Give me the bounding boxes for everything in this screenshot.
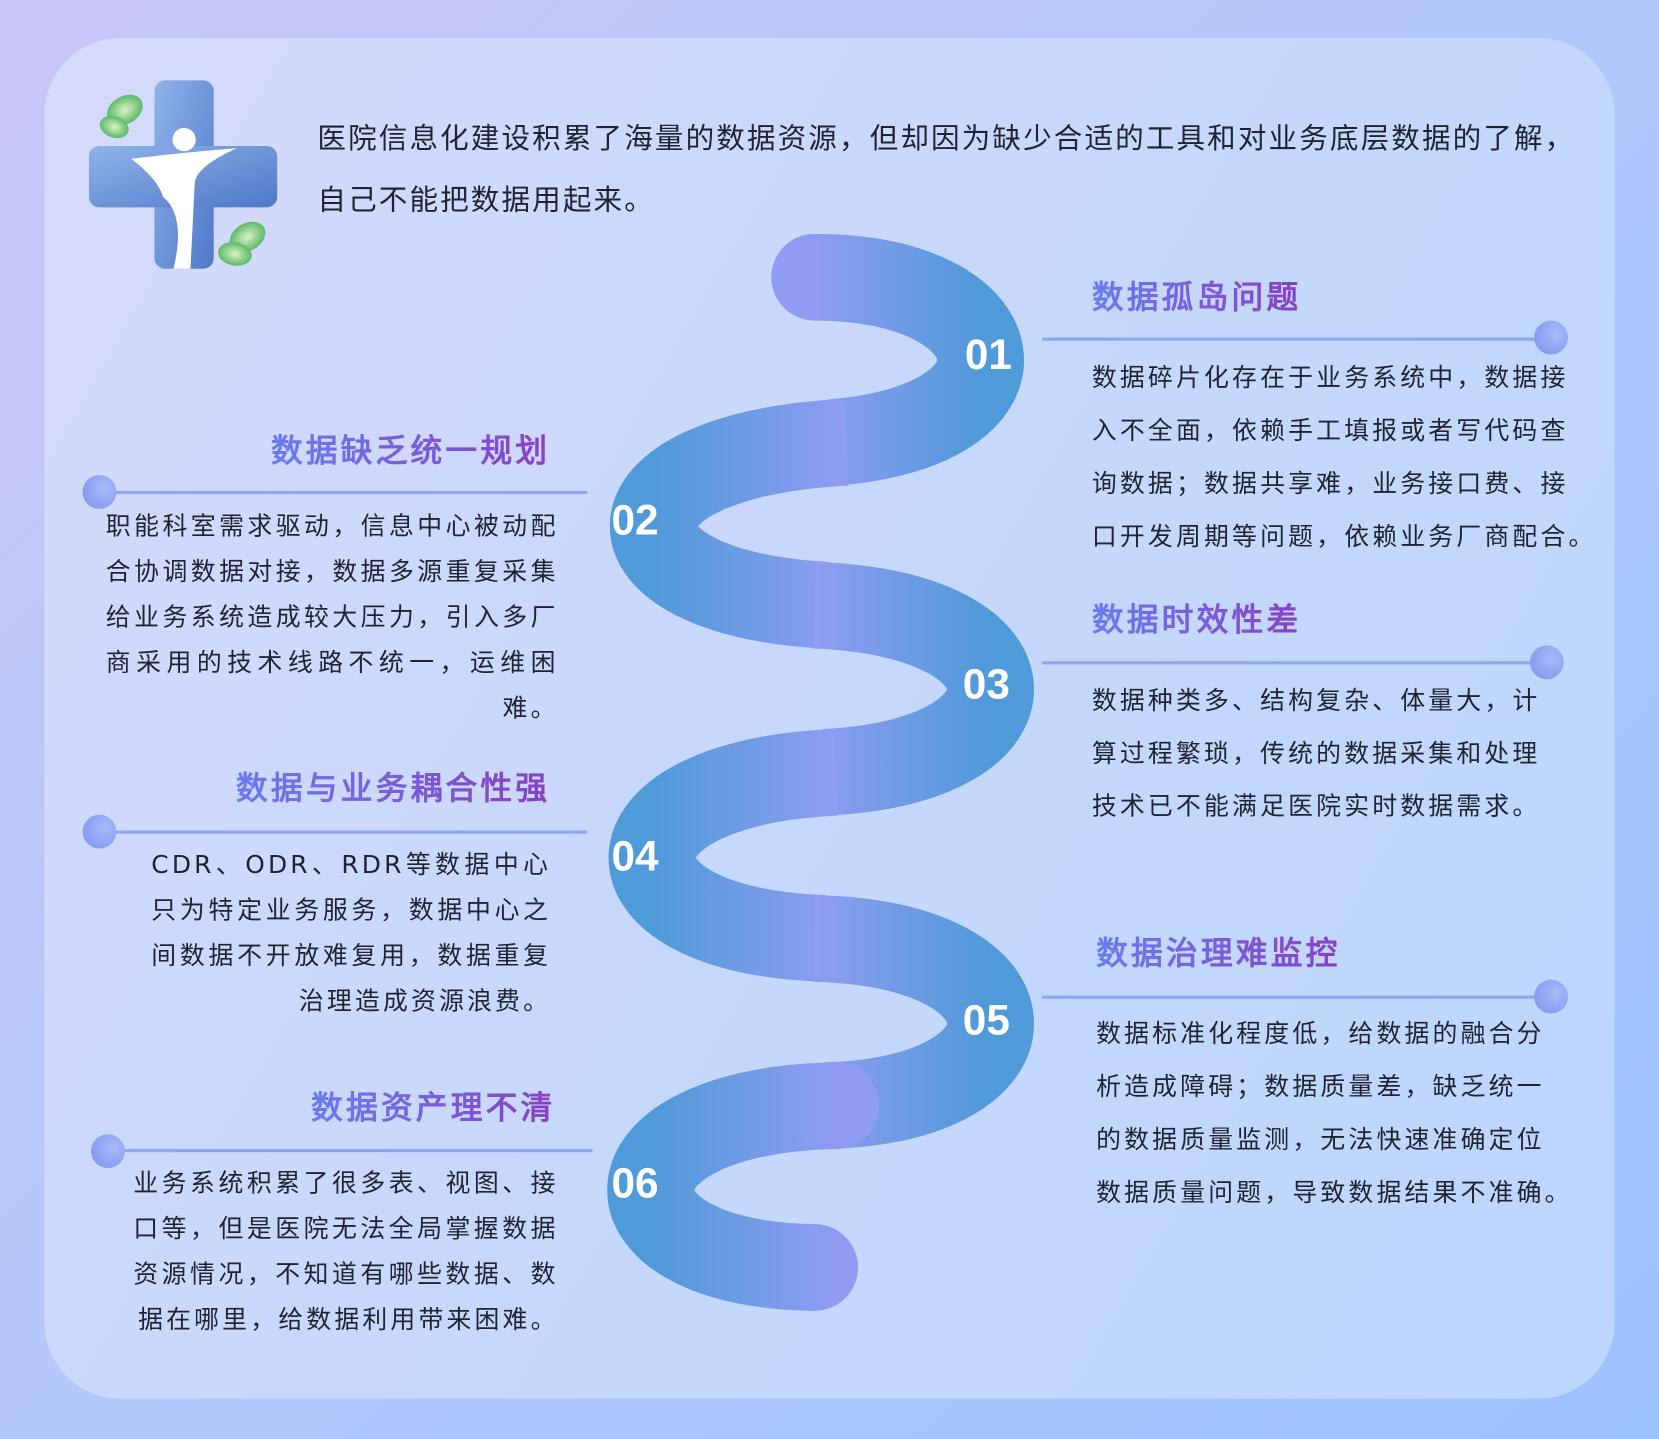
divider-02 — [105, 490, 588, 495]
section-body-03: 数据种类多、结构复杂、体量大，计 算过程繁琐，传统的数据采集和处理 技术已不能满… — [1092, 674, 1621, 833]
divider-01 — [1042, 337, 1540, 341]
body-line: 数据种类多、结构复杂、体量大，计 — [1091, 685, 1541, 716]
section-body-01: 数据碎片化存在于业务系统中，数据接 入不全面，依赖手工填报或者写代码查 询数据；… — [1092, 351, 1621, 563]
body-line: 数据质量问题，导致数据结果不准确。 — [1096, 1177, 1573, 1208]
body-line: 算过程繁琐，传统的数据采集和处理 — [1091, 738, 1541, 769]
body-line: 数据标准化程度低，给数据的融合分 — [1096, 1018, 1545, 1049]
bullet-dot-05 — [1534, 979, 1568, 1014]
step-number-04: 04 — [611, 833, 659, 881]
section-title-01: 数据孤岛问题 — [1091, 279, 1302, 317]
step-number-01: 01 — [964, 332, 1012, 379]
step-number-02: 02 — [611, 497, 659, 544]
divider-06 — [116, 1148, 593, 1153]
body-line: 技术已不能满足医院实时数据需求。 — [1091, 791, 1541, 822]
body-line: 析造成障碍；数据质量差，缺乏统一 — [1096, 1071, 1545, 1102]
body-line: 口开发周期等问题，依赖业务厂商配合。 — [1091, 521, 1597, 552]
section-body-04: CDR、ODR、RDR等数据中心只为特定业务服务，数据中心之间数据不开放难复用，… — [151, 849, 552, 1016]
section-body-05: 数据标准化程度低，给数据的融合分 析造成障碍；数据质量差，缺乏统一 的数据质量监… — [1096, 1007, 1625, 1219]
body-line: 入不全面，依赖手工填报或者写代码查 — [1091, 415, 1569, 446]
intro-line-2: 自己不能把数据用起来。 — [317, 184, 655, 217]
intro-text: 医院信息化建设积累了海量的数据资源，但却因为缺少合适的工具和对业务底层数据的了解… — [317, 109, 1629, 232]
step-number-06: 06 — [611, 1160, 659, 1208]
medical-cross-logo — [88, 80, 278, 269]
section-title-05: 数据治理难监控 — [1096, 935, 1341, 973]
bullet-dot-01 — [1534, 320, 1568, 355]
bullet-dot-04 — [82, 814, 117, 849]
section-title-04: 数据与业务耦合性强 — [235, 770, 551, 808]
bullet-dot-06 — [90, 1134, 125, 1169]
bullet-dot-03 — [1529, 645, 1564, 680]
body-line: 数据碎片化存在于业务系统中，数据接 — [1091, 362, 1569, 393]
step-number-03: 03 — [962, 661, 1010, 708]
body-line: 询数据；数据共享难，业务接口费、接 — [1091, 468, 1569, 499]
intro-line-1: 医院信息化建设积累了海量的数据资源，但却因为缺少合适的工具和对业务底层数据的了解… — [317, 122, 1576, 156]
body-line: 的数据质量监测，无法快速准确定位 — [1096, 1124, 1545, 1155]
divider-05 — [1042, 995, 1540, 999]
bullet-dot-02 — [82, 475, 117, 509]
divider-03 — [1042, 661, 1535, 665]
section-body-06: 业务系统积累了很多表、视图、接口等，但是医院无法全局掌握数据资源情况，不知道有哪… — [133, 1168, 559, 1335]
divider-04 — [105, 830, 588, 834]
step-number-05: 05 — [962, 997, 1010, 1045]
section-body-02: 职能科室需求驱动，信息中心被动配合协调数据对接，数据多源重复采集给业务系统造成较… — [105, 511, 559, 723]
section-title-02: 数据缺乏统一规划 — [270, 432, 551, 470]
section-title-06: 数据资产理不清 — [311, 1089, 556, 1127]
section-title-03: 数据时效性差 — [1091, 602, 1302, 640]
